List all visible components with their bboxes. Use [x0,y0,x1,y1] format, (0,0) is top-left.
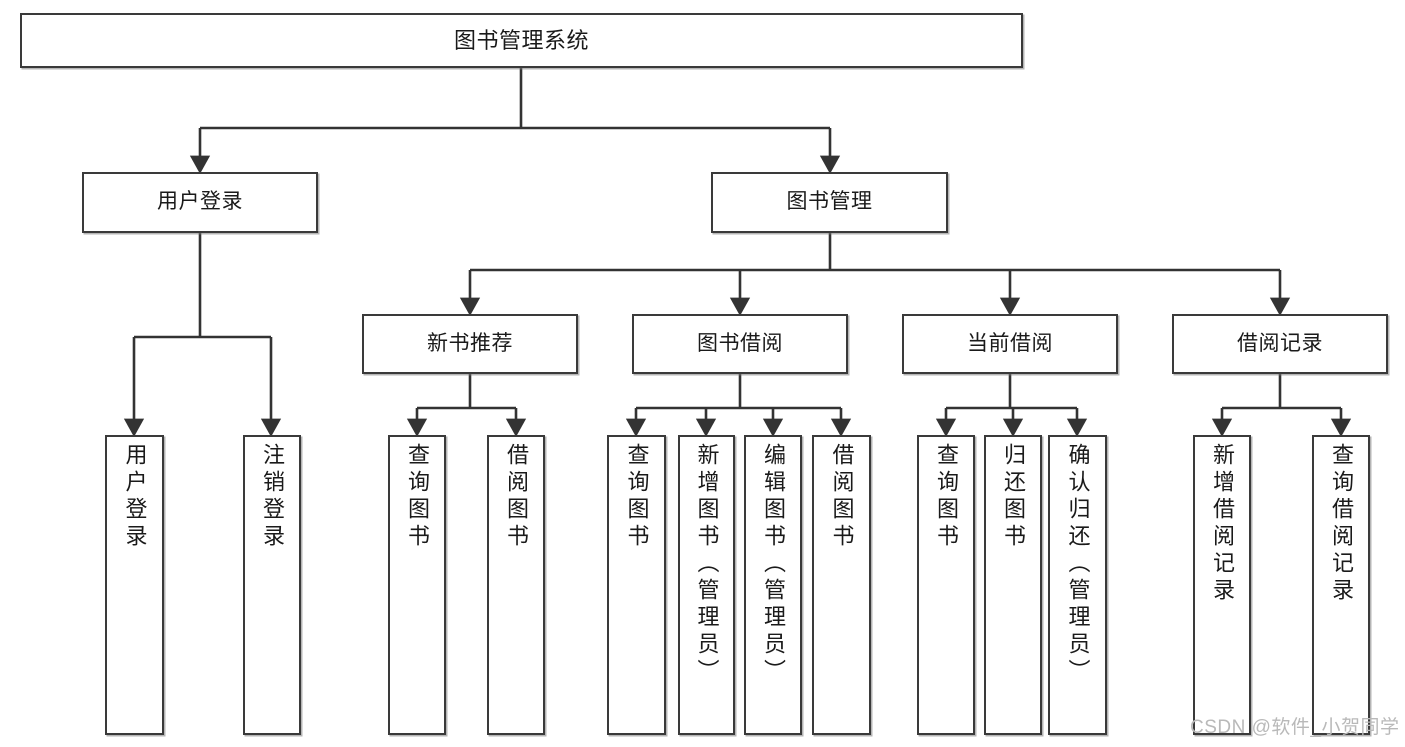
node-label: 当前借阅 [967,331,1053,355]
node-label: 图书管理系统 [453,27,589,53]
csdn-watermark: CSDN @软件_小贺同学 [1190,717,1400,738]
node-label: 借阅图书 [829,443,855,551]
node-label: 查询借阅记录 [1329,443,1354,605]
node-label: 新增借阅记录 [1210,443,1235,605]
node-label: 确认归还（管理员） [1065,443,1091,686]
leaf-query-book-current[interactable]: 查询图书 [917,435,975,735]
node-book-borrow[interactable]: 图书借阅 [632,314,848,374]
node-label: 查询图书 [934,443,959,551]
leaf-confirm-return[interactable]: 确认归还（管理员） [1048,435,1107,735]
node-user-login[interactable]: 用户登录 [82,172,318,233]
node-label: 新增图书（管理员） [694,443,720,686]
node-label: 图书借阅 [697,331,783,355]
node-label: 注销登录 [260,443,285,551]
leaf-borrow-book-recommend[interactable]: 借阅图书 [487,435,545,735]
leaf-add-book[interactable]: 新增图书（管理员） [678,435,735,735]
leaf-return-book[interactable]: 归还图书 [984,435,1042,735]
node-label: 查询图书 [624,443,650,551]
node-label: 借阅记录 [1237,331,1323,355]
node-label: 图书管理 [786,190,873,214]
node-label: 查询图书 [405,443,430,551]
leaf-user-login[interactable]: 用户登录 [105,435,164,735]
node-label: 借阅图书 [504,443,529,551]
node-book-management[interactable]: 图书管理 [711,172,948,233]
node-borrow-record[interactable]: 借阅记录 [1172,314,1388,374]
leaf-query-book-recommend[interactable]: 查询图书 [388,435,446,735]
node-label: 编辑图书（管理员） [761,443,786,686]
leaf-edit-book[interactable]: 编辑图书（管理员） [744,435,802,735]
node-new-book-recommend[interactable]: 新书推荐 [362,314,578,374]
node-label: 新书推荐 [427,331,513,355]
node-label: 归还图书 [1001,443,1026,551]
leaf-borrow-book[interactable]: 借阅图书 [812,435,871,735]
node-root-book-management-system[interactable]: 图书管理系统 [20,13,1023,68]
leaf-add-borrow-record[interactable]: 新增借阅记录 [1193,435,1251,735]
node-current-borrow[interactable]: 当前借阅 [902,314,1118,374]
node-label: 用户登录 [157,190,243,214]
node-label: 用户登录 [122,443,148,551]
leaf-query-book-borrow[interactable]: 查询图书 [607,435,666,735]
leaf-logout[interactable]: 注销登录 [243,435,301,735]
leaf-query-borrow-record[interactable]: 查询借阅记录 [1312,435,1370,735]
